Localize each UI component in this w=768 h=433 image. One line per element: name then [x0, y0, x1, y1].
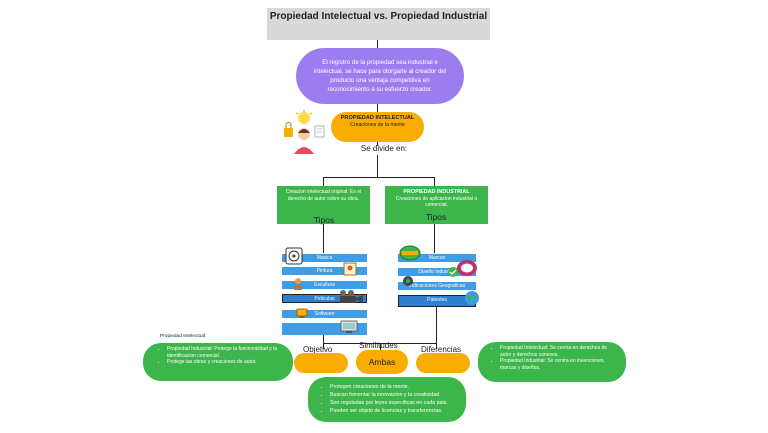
stamp-icon: [457, 260, 477, 276]
connector-left-tipos-list: [323, 224, 324, 253]
connector-right-down: [434, 177, 435, 186]
connector-left-to-bottom: [323, 335, 324, 349]
connector-pi-divide: [377, 142, 378, 146]
computer-icon: [340, 320, 358, 333]
left-tipos-label: Tipos: [313, 215, 335, 225]
connector-right-tipos-list: [434, 224, 435, 253]
connector-divide-trunk: [377, 155, 378, 177]
similitudes-box: Protegen creaciones de la mente. Buscan …: [308, 377, 466, 422]
left-branch-description: Creacion intelectual original. Es el der…: [285, 189, 362, 202]
left-list-item: Musica: [282, 253, 367, 262]
painting-icon: [343, 262, 357, 276]
objetivo-point: Propiedad Industrial: Protege la funcion…: [167, 346, 285, 359]
right-list-item: Marcas: [398, 253, 476, 262]
software-icon: [296, 308, 308, 318]
intro-bubble: El registro de la propiedad sea industri…: [296, 48, 464, 104]
check-badge-icon: [448, 267, 458, 277]
right-branch-description: Creaciones de aplicacion industrial o co…: [395, 195, 478, 209]
connector-intro-pi: [377, 104, 378, 112]
divide-label: Se divide en:: [360, 144, 408, 153]
intro-text: El registro de la propiedad sea industri…: [313, 59, 447, 93]
diferencias-point: Propiedad Intelectual: Se centra en dere…: [500, 345, 618, 358]
person-idea-icon: [284, 110, 325, 154]
similitud-point: Buscan fomentar la innovacion y la creat…: [330, 391, 458, 399]
diferencias-oval: [416, 353, 470, 373]
page-title: Propiedad Intelectual vs. Propiedad Indu…: [267, 8, 490, 40]
connector-horizontal: [323, 177, 434, 178]
right-list-item: Indicaciones Geograficas: [398, 281, 476, 290]
globe-icon: [465, 291, 479, 305]
diferencias-box: Propiedad Intelectual: Se centra en dere…: [478, 342, 626, 382]
geo-tag-icon: [403, 276, 413, 286]
left-list-item: Software: [282, 309, 367, 318]
similitudes-label: Similitudes: [359, 341, 398, 350]
diferencias-point: Propiedad Industrial: Se centra en inven…: [500, 358, 618, 371]
propiedad-intelectual-node: PROPIEDAD INTELECTUAL Creaciones de la m…: [331, 112, 424, 142]
right-tipos-label: Tipos: [425, 212, 447, 222]
pi-title: PROPIEDAD INTELECTUAL: [340, 115, 415, 121]
music-icon: [285, 247, 303, 265]
left-list-item: Pintura: [282, 266, 367, 275]
connector-left-down: [323, 177, 324, 186]
right-list-item: Diseño Industrial: [398, 267, 476, 276]
diferencias-label: Diferencias: [421, 345, 462, 354]
similitud-point: Son reguladas por leyes especificas en c…: [330, 399, 458, 407]
pi-subtitle: Creaciones de la mente: [350, 121, 405, 128]
film-icon: [340, 290, 363, 303]
connector-title-intro: [377, 40, 378, 48]
sculpture-icon: [294, 278, 302, 290]
objetivo-heading: Propiedad Intelectual:: [160, 334, 207, 339]
right-branch-title: PROPIEDAD INDUSTRIAL: [403, 189, 470, 195]
similitud-point: Pueden ser objeto de licencias y transfe…: [330, 407, 458, 415]
objetivo-oval: [294, 353, 348, 373]
objetivo-label: Objetivo: [303, 345, 333, 354]
left-branch-box: Creacion intelectual original. Es el der…: [277, 186, 370, 224]
registered-seal-icon: [399, 245, 421, 261]
left-list-item: Escultura: [282, 280, 367, 289]
objetivo-point: Protege las obras y creaciones de autor.: [167, 359, 285, 366]
left-list-item: Peliculas: [282, 294, 367, 303]
right-branch-box: PROPIEDAD INDUSTRIAL Creaciones de aplic…: [385, 186, 488, 224]
ambas-oval: Ambas: [356, 350, 408, 374]
objetivo-box: Propiedad Industrial: Protege la funcion…: [143, 343, 293, 381]
ambas-label: Ambas: [368, 357, 396, 367]
similitud-point: Protegen creaciones de la mente.: [330, 383, 458, 391]
connector-ambas-similitudes: [380, 343, 381, 353]
connector-right-to-bottom: [436, 307, 437, 349]
